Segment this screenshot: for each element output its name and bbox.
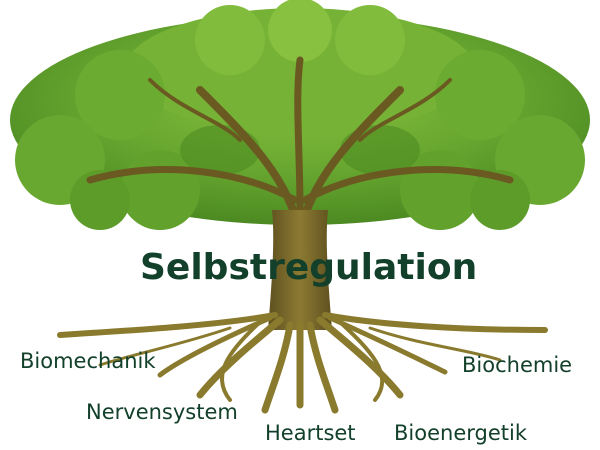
- trunk: [268, 210, 332, 330]
- root-label-biochemie: Biochemie: [462, 353, 573, 377]
- roots: [57, 312, 548, 414]
- root-label-heartset: Heartset: [265, 421, 356, 445]
- root-label-biomechanik: Biomechanik: [20, 349, 156, 373]
- root-label-bioenergetik: Bioenergetik: [394, 421, 527, 445]
- root-label-nervensystem: Nervensystem: [86, 400, 238, 424]
- title-selbstregulation: Selbstregulation: [140, 247, 478, 288]
